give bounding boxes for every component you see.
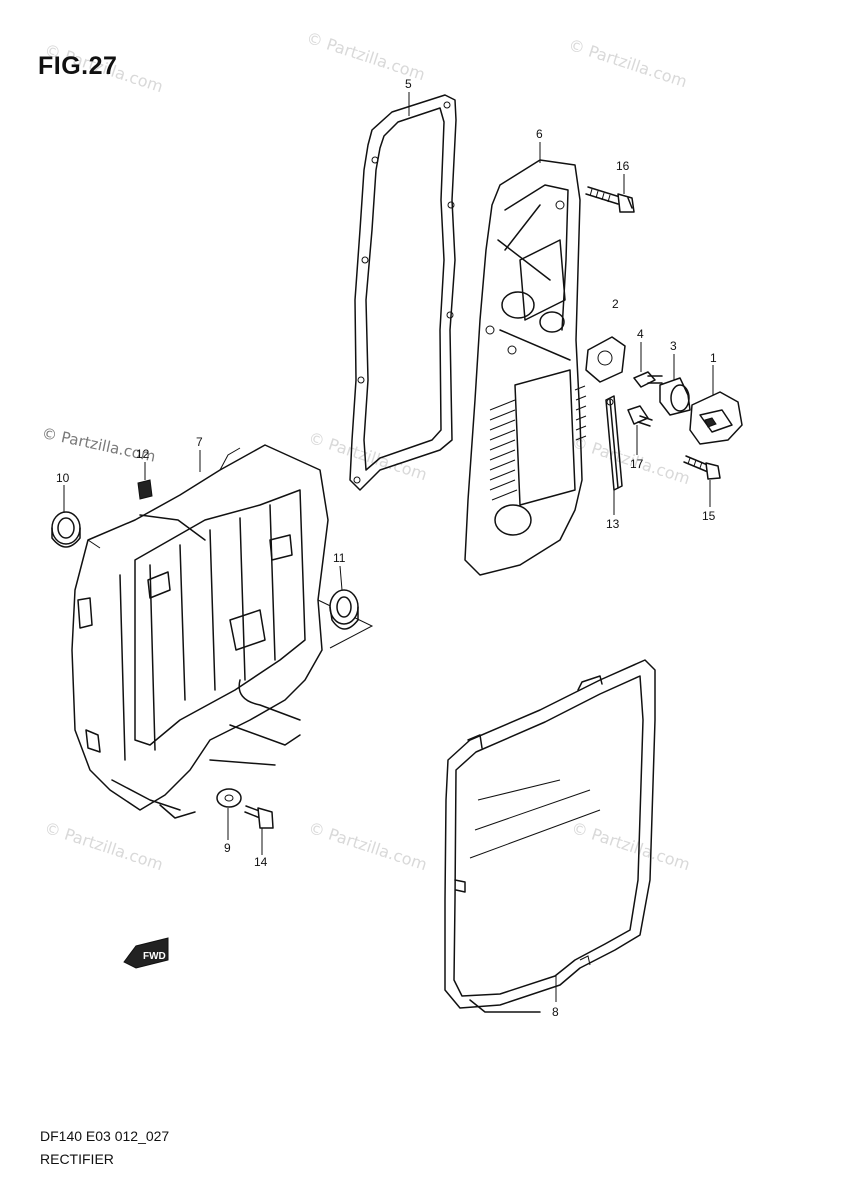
washer-part [216,788,242,808]
clip-part-12 [137,479,153,500]
callout-2: 2 [612,297,619,311]
bolt-part-14 [244,805,274,829]
callout-3: 3 [670,339,677,353]
rectifier-bracket-part [464,159,587,576]
callout-7: 7 [196,435,203,449]
bolt-part-16 [585,186,635,213]
plate-part [585,336,626,383]
fwd-label: FWD [143,951,166,962]
callout-6: 6 [536,127,543,141]
collar-part [659,377,691,416]
forward-arrow-icon: FWD [123,937,169,969]
callout-8: 8 [552,1005,559,1019]
callout-10: 10 [56,471,70,485]
figure-code: DF140 E03 012_027 [40,1128,170,1144]
callouts: 1 2 3 4 5 6 7 8 9 10 11 12 13 14 15 16 1… [56,77,717,1019]
callout-15: 15 [702,509,716,523]
grommet-part-11 [329,589,359,630]
bolt-part-15 [683,455,721,480]
callout-9: 9 [224,841,231,855]
callout-1: 1 [710,351,717,365]
cover-part [444,659,656,1013]
housing-part [71,444,374,819]
small-bolt-part [633,371,663,388]
callout-12: 12 [136,447,150,461]
callout-11: 11 [333,551,346,565]
callout-17: 17 [630,457,644,471]
callout-5: 5 [405,77,412,91]
callout-13: 13 [606,517,620,531]
figure-name: RECTIFIER [40,1151,114,1167]
bolt-part-17 [627,405,653,427]
leader-lines [63,92,714,1002]
callout-14: 14 [254,855,268,869]
gasket-part [349,94,457,491]
callout-16: 16 [616,159,630,173]
callout-4: 4 [637,327,644,341]
figure-title: FIG.27 [38,52,118,80]
clamp-part [605,395,623,491]
coupler-part [689,391,743,445]
grommet-part-10 [51,511,81,548]
